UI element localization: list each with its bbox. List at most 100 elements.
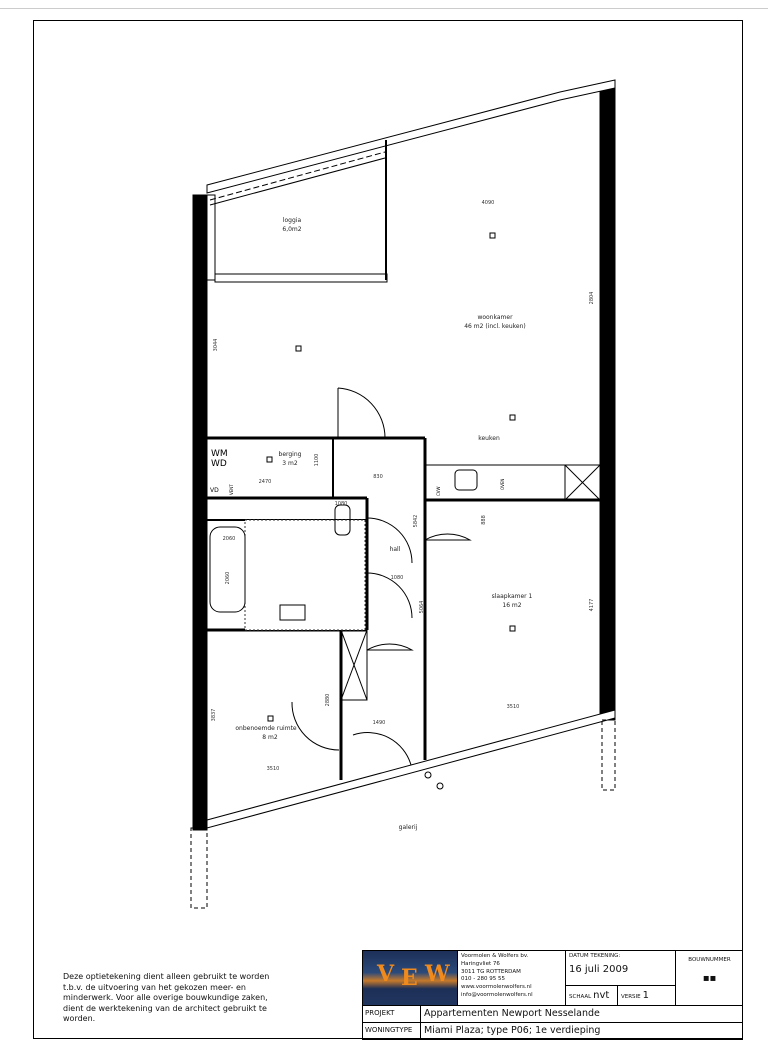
toilet [334, 504, 351, 536]
cvw-label: CVW [436, 486, 441, 496]
dimension: 830 [373, 474, 383, 480]
company-website: www.voormolenwolfers.nl [461, 984, 532, 991]
company-city: 3011 TG ROTTERDAM [461, 968, 521, 975]
company-address: Voormolen & Wolfers bv. Haringvliet 76 3… [458, 951, 566, 1006]
projekt-value: Appartementen Newport Nesselande [421, 1006, 743, 1023]
schaal-cell: SCHAAL nvt [566, 986, 618, 1006]
sink [279, 604, 306, 621]
bouwnummer-cell: BOUWNUMMER ▪▪ [676, 951, 743, 1006]
room-area: 3 m2 [282, 460, 298, 467]
loggia-wall [206, 194, 216, 281]
room-name: galerij [399, 824, 418, 831]
facade-bottom [206, 709, 616, 829]
dimension: 2880 [325, 694, 331, 707]
room-area: 46 m2 (incl. keuken) [464, 323, 526, 330]
dimension: 5064 [419, 601, 425, 614]
company-logo: V E W [363, 951, 458, 1006]
dimension: 3510 [267, 766, 280, 772]
room-area: 8 m2 [262, 734, 278, 741]
room-name: hall [390, 546, 401, 553]
dimension: 4090 [482, 200, 495, 206]
room-name: loggia [283, 217, 302, 224]
outlet-icon [295, 345, 302, 352]
top-divider [0, 8, 768, 9]
door-swing [352, 732, 412, 766]
woningtype-label: WONINGTYPE [363, 1023, 421, 1040]
datum-label: DATUM TEKENING: [569, 953, 621, 959]
balcony-outline [601, 719, 616, 791]
room-name: berging [279, 451, 302, 458]
kitchen-shaft [564, 464, 601, 501]
balcony-outline [190, 827, 208, 909]
company-street: Haringvliet 76 [461, 960, 500, 967]
company-name: Voormolen & Wolfers bv. [461, 953, 529, 959]
door-swing [424, 533, 472, 541]
outlet-icon [266, 456, 273, 463]
bathtub [209, 526, 246, 613]
title-block: V E W Voormolen & Wolfers bv. Haringvlie… [362, 950, 743, 1040]
outlet-icon [267, 715, 274, 722]
disclaimer-note: Deze optietekening dient alleen gebruikt… [63, 972, 270, 1023]
company-email: info@voormolenwolfers.nl [461, 991, 533, 998]
dimension: 1490 [373, 720, 386, 726]
logo-letter-e: E [401, 965, 418, 991]
dimension: 1080 [335, 501, 348, 507]
dryer-label: WD [211, 459, 227, 469]
door-swing [291, 701, 340, 751]
vd-label: VD [210, 487, 219, 494]
schaal-label: SCHAAL [569, 994, 592, 1000]
projekt-label: PROJEKT [363, 1006, 421, 1023]
kitchen-sink [454, 469, 478, 491]
loggia-frame [214, 273, 388, 283]
wall-right [599, 84, 616, 721]
bouwnummer-label: BOUWNUMMER [688, 957, 731, 963]
room-name: onbenoemde ruimte [235, 725, 297, 732]
dimension: 3510 [507, 704, 520, 710]
oven-label: OVEN [500, 479, 505, 490]
dimension: 3044 [213, 339, 219, 352]
door-swing [366, 643, 414, 651]
wall-left [192, 194, 208, 831]
company-phone: 010 - 280 95 55 [461, 976, 505, 983]
datum-value: 16 juli 2009 [569, 964, 629, 975]
dimension: 1080 [391, 575, 404, 581]
door-swing [366, 517, 413, 564]
outlet-icon [509, 625, 516, 632]
loggia-edge [209, 151, 386, 201]
vent-label: VENT [229, 484, 234, 495]
dimension: 2470 [259, 479, 272, 485]
dimension: 2804 [589, 292, 595, 305]
loggia-edge [209, 157, 386, 206]
versie-value: 1 [642, 990, 649, 1001]
kitchen-shaft [564, 464, 601, 501]
schaal-value: nvt [593, 990, 610, 1001]
door-swing [337, 387, 386, 439]
dimension: 1100 [314, 454, 320, 467]
room-area: 6,0m2 [282, 226, 301, 233]
dimension: 2060 [223, 536, 236, 542]
dimension: 4177 [589, 599, 595, 612]
room-name: slaapkamer 1 [492, 593, 533, 600]
dimension: 888 [481, 515, 487, 525]
outlet-icon [509, 414, 516, 421]
facade-top [206, 79, 616, 194]
room-name: woonkamer [477, 314, 513, 321]
room-area: 16 m2 [502, 602, 521, 609]
bouwnummer-value: ▪▪ [702, 973, 717, 984]
dimension: 5842 [413, 515, 419, 528]
drawing-sheet-border [33, 20, 743, 1039]
woningtype-value: Miami Plaza; type P06; 1e verdieping [424, 1025, 601, 1036]
washing-machine-label: WM [211, 449, 228, 459]
outlet-icon [489, 232, 496, 239]
shaft [340, 629, 368, 701]
dimension: 2060 [225, 572, 231, 585]
dimension: 3837 [211, 709, 217, 722]
versie-cell: VERSIE 1 [618, 986, 676, 1006]
logo-letter-w: W [425, 961, 450, 987]
door-swing [366, 572, 413, 619]
datum-cell: DATUM TEKENING: 16 juli 2009 [566, 951, 676, 986]
meter-icon [424, 771, 432, 779]
lamp-icon [436, 782, 444, 790]
logo-letter-v: V [377, 961, 395, 987]
